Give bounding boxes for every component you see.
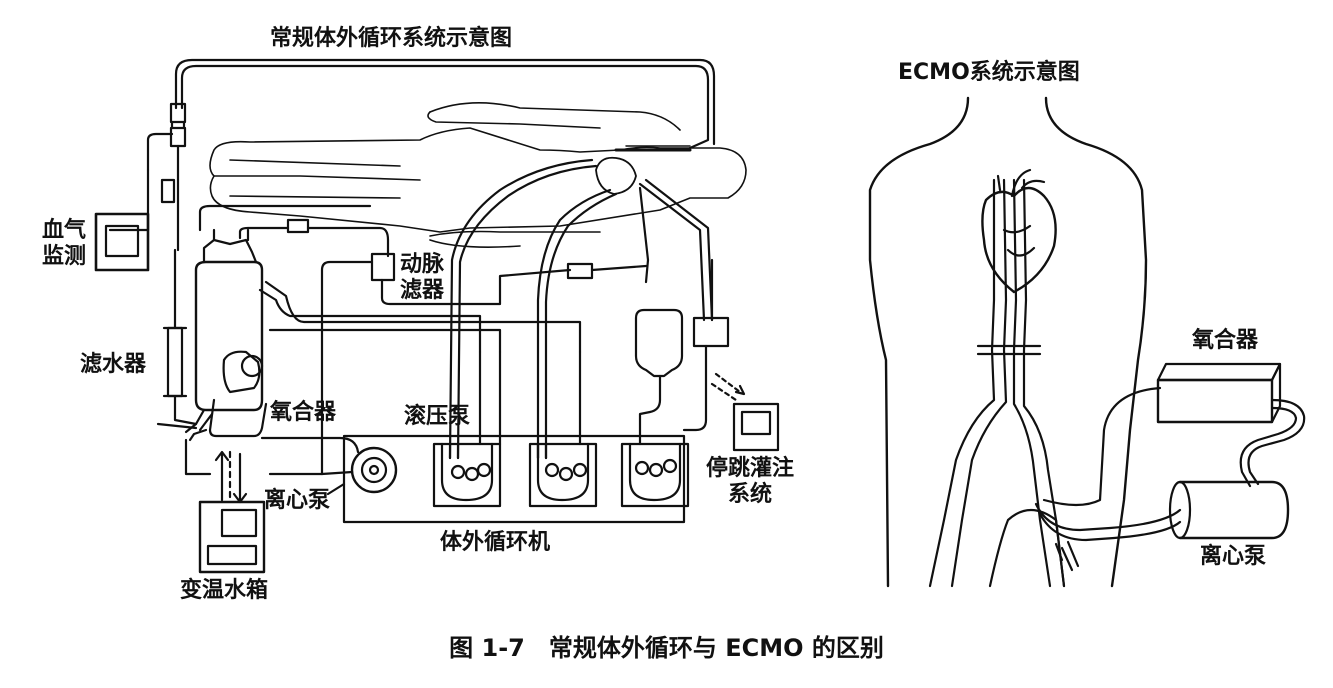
- cardioplegia-label: 停跳灌注 系统: [706, 456, 794, 508]
- cardioplegia-label-line2: 系统: [728, 482, 773, 507]
- ecmo-diagram: [870, 98, 1304, 586]
- blood-gas-label-line2: 监测: [42, 244, 87, 269]
- ecmo-oxygenator-label: 氧合器: [1192, 328, 1259, 353]
- blood-gas-monitor: [96, 214, 148, 270]
- patient-figure: [210, 103, 746, 247]
- cardioplegia-controller: [694, 318, 728, 346]
- cpb-title: 常规体外循环系统示意图: [270, 26, 513, 51]
- arterial-filter-label-line1: 动脉: [400, 252, 445, 277]
- venous-reservoir: [196, 262, 262, 410]
- heart: [982, 188, 1055, 292]
- roller-pump: [434, 444, 500, 506]
- roller-pump: [530, 444, 596, 506]
- centrifugal-pump: [352, 448, 396, 492]
- blood-gas-label-line1: 血气: [42, 218, 87, 243]
- oxygenator-label: 氧合器: [270, 400, 337, 425]
- aorta: [930, 180, 994, 586]
- roller-pump: [622, 444, 688, 506]
- heater-cooler-box: [200, 502, 264, 572]
- cpb-machine-base: [344, 436, 684, 522]
- ecmo-cannula: [1036, 504, 1180, 530]
- line-connector: [171, 104, 185, 122]
- figure-caption: 图 1-7 常规体外循环与 ECMO 的区别: [449, 634, 884, 662]
- line-connector: [171, 128, 185, 146]
- vena-cava: [1014, 180, 1050, 586]
- ecmo-centrifugal-pump: [1170, 482, 1288, 538]
- cardioplegia-label-line1: 停跳灌注: [706, 456, 795, 481]
- blood-gas-label: 血气 监测: [42, 218, 86, 270]
- heart-sketch: [596, 158, 636, 194]
- roller-pump-label: 滚压泵: [404, 404, 471, 429]
- cardioplegia-line: [640, 184, 704, 320]
- arterial-filter-label: 动脉 滤器: [400, 252, 444, 304]
- cardioplegia-bag: [636, 310, 682, 376]
- heater-cooler-label: 变温水箱: [180, 578, 269, 603]
- cardioplegia-monitor: [734, 404, 778, 450]
- ecmo-title: ECMO系统示意图: [898, 60, 1080, 85]
- arterial-filter-label-line2: 滤器: [400, 278, 445, 303]
- hemofilter: [168, 328, 182, 396]
- cpb-diagram: [96, 60, 778, 572]
- ecmo-centrifugal-pump-label: 离心泵: [1200, 544, 1267, 569]
- cpb-machine-label: 体外循环机: [440, 530, 551, 555]
- ecmo-oxygenator-box: [1158, 364, 1280, 422]
- line-connector: [288, 220, 308, 232]
- venous-line: [450, 160, 592, 458]
- hemofilter-label: 滤水器: [80, 352, 147, 377]
- top-return-tubing: [182, 66, 708, 148]
- torso-outline: [870, 98, 968, 586]
- centrifugal-pump-label: 离心泵: [264, 488, 331, 513]
- oxygenator-module: [224, 352, 260, 392]
- arterial-filter: [372, 254, 394, 280]
- line-connector: [568, 264, 592, 278]
- blood-gas-sensor: [162, 180, 174, 202]
- water-flow-arrow: [216, 452, 228, 500]
